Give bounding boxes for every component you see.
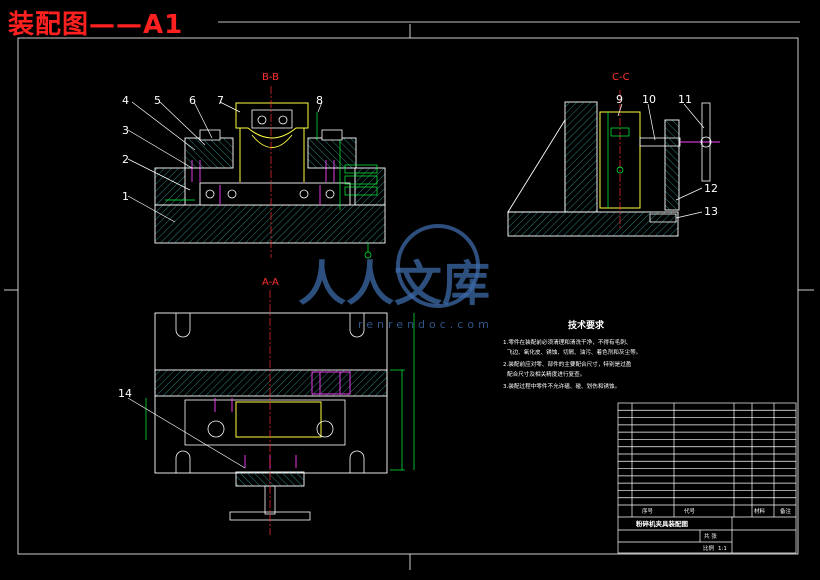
tech-line-4: 配合尺寸及相关精度进行复查。 <box>507 370 585 378</box>
part-label-12: 12 <box>704 182 718 195</box>
tb-scale-label: 比例 <box>703 544 715 552</box>
part-label-1: 1 <box>122 190 129 203</box>
watermark: 人人文库 renrendoc.com <box>298 224 493 331</box>
tech-line-2: 飞边、氧化皮、锈蚀、切屑、油污、着色剂和灰尘等。 <box>507 348 641 356</box>
outer-frame <box>17 37 799 555</box>
cc-bracket <box>507 118 566 213</box>
tech-requirements-title: 技术要求 <box>568 319 605 331</box>
title-block <box>617 402 797 554</box>
part-label-6: 6 <box>189 94 196 107</box>
view-cc: C-C <box>507 72 720 237</box>
tb-header-remark: 备注 <box>780 507 792 515</box>
watermark-url: renrendoc.com <box>358 318 493 331</box>
tb-header-code: 代号 <box>684 507 696 515</box>
cc-base <box>507 211 679 237</box>
part-label-3: 3 <box>122 124 129 137</box>
tech-requirements: 技术要求 1.零件在装配前必须清理和清洗干净，不得有毛刺、 飞边、氧化皮、锈蚀、… <box>503 319 641 390</box>
bb-slider <box>199 182 351 206</box>
title-block-text: 序号 代号 材料 备注 粉碎机夹具装配图 共 张 比例 1:1 <box>636 507 792 552</box>
part-label-5: 5 <box>154 94 161 107</box>
tb-header-material: 材料 <box>754 507 766 515</box>
tb-sheet-label: 共 张 <box>704 532 717 540</box>
view-aa: A-A <box>118 277 415 535</box>
part-label-14: 14 <box>118 387 132 400</box>
part-label-7: 7 <box>217 94 224 107</box>
view-bb: B-B <box>122 72 386 259</box>
part-label-2: 2 <box>122 153 129 166</box>
tb-scale-value: 1:1 <box>718 546 727 552</box>
part-label-8: 8 <box>316 94 323 107</box>
view-aa-label: A-A <box>262 277 279 288</box>
part-label-4: 4 <box>122 94 129 107</box>
frame-marks <box>4 21 814 570</box>
part-label-11: 11 <box>678 93 692 106</box>
view-bb-label: B-B <box>262 72 279 83</box>
tech-line-3: 2.装配前应对零、部件的主要配合尺寸，特别是过盈 <box>503 360 632 368</box>
watermark-text: 人人文库 <box>298 256 490 312</box>
part-label-9: 9 <box>616 93 623 106</box>
bb-base <box>154 204 386 244</box>
bb-workpiece <box>235 102 309 139</box>
tb-drawing-name: 粉碎机夹具装配图 <box>636 519 689 528</box>
tech-line-5: 3.装配过程中零件不允许磕、碰、划伤和锈蚀。 <box>503 382 620 390</box>
part-label-10: 10 <box>642 93 656 106</box>
part-label-13: 13 <box>704 205 718 218</box>
tb-header-seq: 序号 <box>642 507 654 515</box>
view-cc-label: C-C <box>612 72 630 83</box>
tech-line-1: 1.零件在装配前必须清理和清洗干净，不得有毛刺、 <box>503 338 631 346</box>
drawing-title: 装配图——A1 <box>8 10 184 40</box>
